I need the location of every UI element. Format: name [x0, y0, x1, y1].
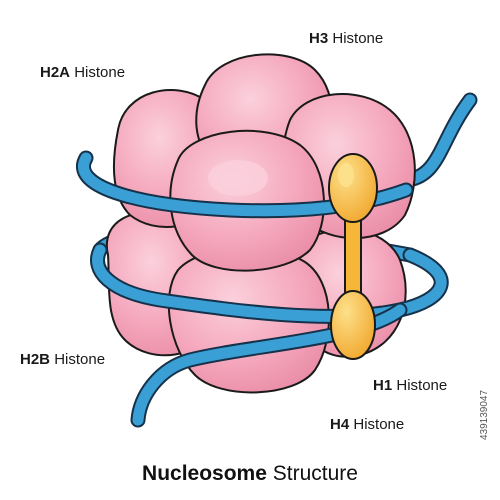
label-h2b-bold: H2B: [20, 351, 51, 368]
label-h2b-histone: H2B Histone: [20, 351, 105, 368]
label-h2a-histone: H2A Histone: [40, 64, 125, 81]
title-bold: Nucleosome: [142, 462, 267, 485]
diagram-title: Nucleosome Structure: [0, 462, 500, 486]
label-h3-bold: H3: [309, 30, 329, 47]
label-h4-bold: H4: [330, 416, 350, 433]
label-h2a-bold: H2A: [40, 64, 71, 81]
label-h2a-text: Histone: [74, 64, 126, 81]
label-h1-text: Histone: [396, 377, 448, 394]
label-h1-histone: H1 Histone: [373, 377, 447, 394]
label-h4-text: Histone: [353, 416, 405, 433]
histone-highlight: [208, 160, 268, 196]
label-h2b-text: Histone: [54, 351, 106, 368]
label-h4-histone: H4 Histone: [330, 416, 404, 433]
stock-image-id: 439139047: [479, 389, 490, 440]
label-h3-text: Histone: [332, 30, 384, 47]
label-h1-bold: H1: [373, 377, 393, 394]
histone-lobe: [169, 129, 325, 272]
h1-linker-histone: [328, 153, 378, 360]
title-text: Structure: [272, 462, 358, 485]
label-h3-histone: H3 Histone: [309, 30, 383, 47]
